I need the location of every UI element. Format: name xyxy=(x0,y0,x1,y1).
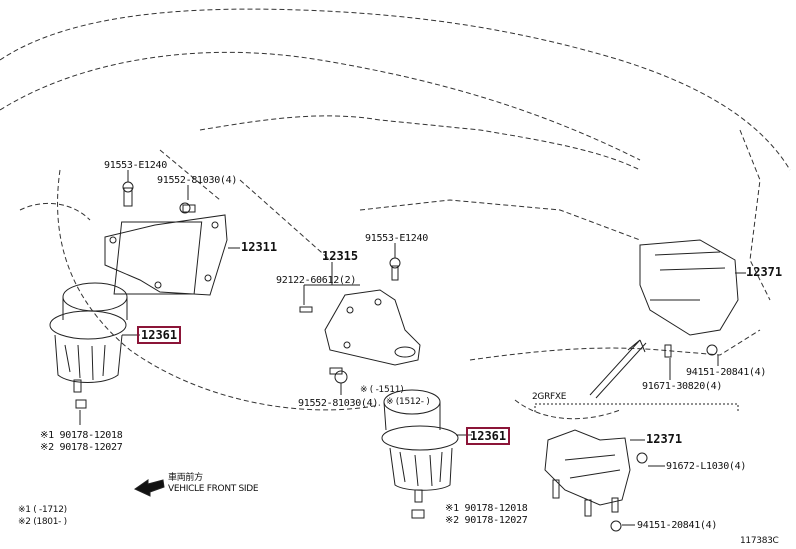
part-label-12371[interactable]: 12371 xyxy=(746,265,783,279)
rear-mount-top xyxy=(639,239,739,358)
part-label-12361-center-highlighted[interactable]: 12361 xyxy=(466,427,511,445)
part-label-92122-60612[interactable]: 92122-60612(2) xyxy=(276,275,357,286)
part-label-91552-81030[interactable]: 91552-81030(4) xyxy=(157,175,238,186)
part-label-91671-30820[interactable]: 91671-30820(4) xyxy=(642,381,723,392)
bolt-left-4 xyxy=(179,202,196,214)
part-label-94151-20841-bottom[interactable]: 94151-20841(4) xyxy=(637,520,718,531)
bracket-12315 xyxy=(324,289,421,366)
direction-label-jp: 車両前方 xyxy=(168,473,203,483)
bolt-center-top xyxy=(389,257,401,281)
part-label-12315[interactable]: 12315 xyxy=(322,249,359,263)
part-label-94151-20841[interactable]: 94151-20841(4) xyxy=(686,367,767,378)
part-label-91552-81030-center[interactable]: 91552-81030(4) xyxy=(298,398,379,409)
footnote-2: ※2 (1801- ) xyxy=(18,517,67,527)
variant-bracket xyxy=(534,403,739,412)
variant-label: 2GRFXE xyxy=(532,392,567,402)
direction-arrow-large xyxy=(589,339,647,399)
engine-outline xyxy=(0,8,791,420)
part-label-90178-12027-center[interactable]: ※2 90178-12027 xyxy=(445,515,528,526)
part-label-91553-E1240[interactable]: 91553-E1240 xyxy=(104,160,167,171)
bracket-12311 xyxy=(104,214,228,296)
bolt-center-2 xyxy=(299,306,313,313)
part-label-12311[interactable]: 12311 xyxy=(241,240,278,254)
part-label-12371-bottom[interactable]: 12371 xyxy=(646,432,683,446)
insulator-center xyxy=(381,389,459,519)
insulator-left xyxy=(49,282,128,425)
part-label-91553-E1240-center[interactable]: 91553-E1240 xyxy=(365,233,428,244)
part-label-90178-12018[interactable]: ※1 90178-12018 xyxy=(40,430,123,441)
center-note-1: ※ ( -1511) xyxy=(360,385,404,395)
part-label-90178-12027[interactable]: ※2 90178-12027 xyxy=(40,442,123,453)
bolt-center-4 xyxy=(329,367,348,384)
part-label-12361-highlighted[interactable]: 12361 xyxy=(137,326,182,344)
footnote-1: ※1 ( -1712) xyxy=(18,505,67,515)
direction-label-en: VEHICLE FRONT SIDE xyxy=(168,484,259,494)
rear-mount-bottom xyxy=(544,429,648,532)
leader-lines xyxy=(122,170,746,526)
bolt-left xyxy=(122,181,134,207)
front-arrow-icon xyxy=(133,479,165,497)
part-label-91672-L1030[interactable]: 91672-L1030(4) xyxy=(666,461,747,472)
diagram-id: 117383C xyxy=(740,536,779,546)
part-label-90178-12018-center[interactable]: ※1 90178-12018 xyxy=(445,503,528,514)
center-note-2: ※ (1512- ) xyxy=(386,397,430,407)
